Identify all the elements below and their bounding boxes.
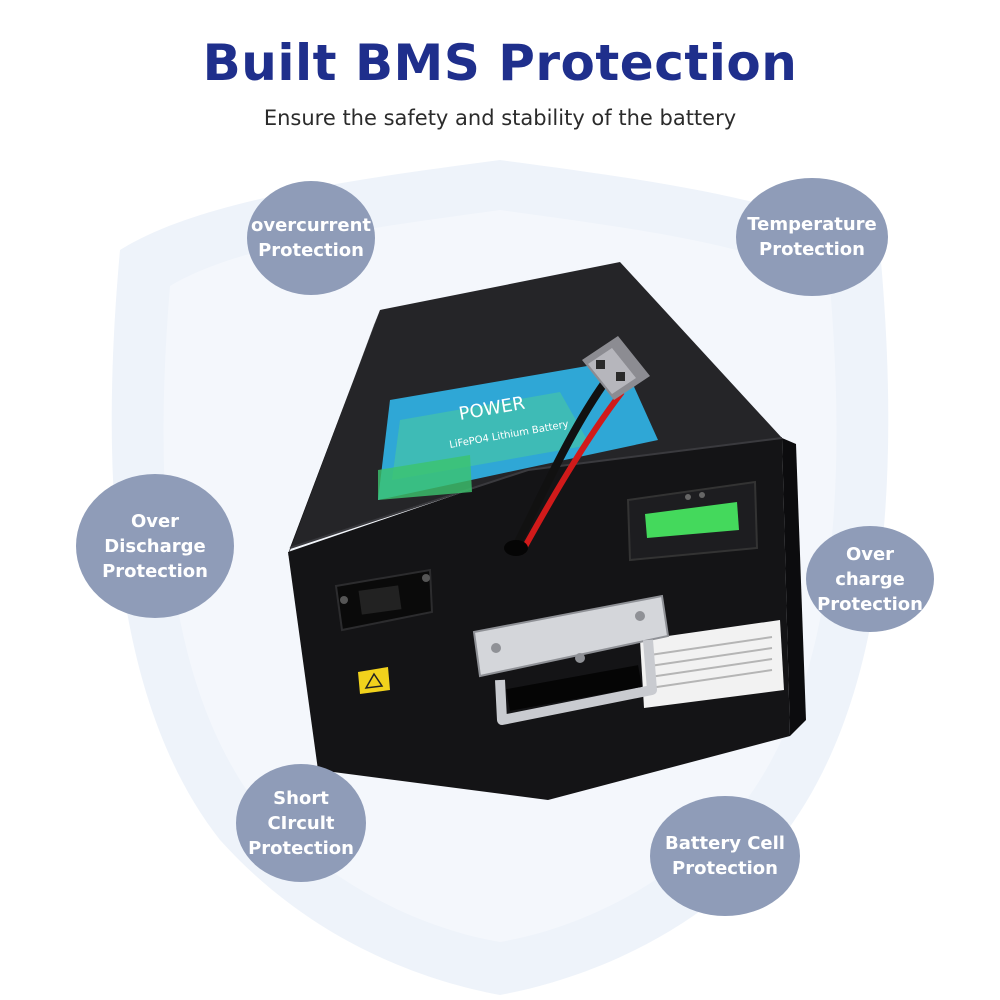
page-subtitle: Ensure the safety and stability of the b… — [263, 106, 737, 130]
short-circuit-protection-badge: Short CIrcult Protection — [236, 764, 366, 882]
over-discharge-protection-badge: Over Discharge Protection — [76, 474, 234, 618]
page-title: Built BMS Protection — [202, 34, 798, 92]
temperature-protection-badge: Temperature Protection — [736, 178, 888, 296]
overcurrent-protection-badge: overcurrent Protection — [247, 181, 375, 295]
battery-cell-protection-badge: Battery Cell Protection — [650, 796, 800, 916]
over-charge-protection-badge: Over charge Protection — [806, 526, 934, 632]
